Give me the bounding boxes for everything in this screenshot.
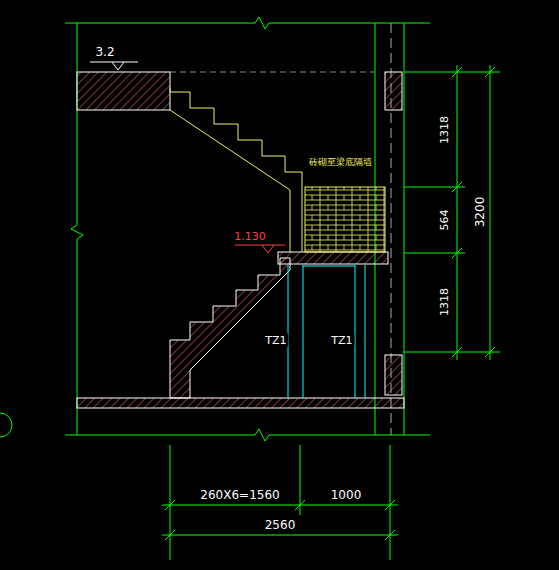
dimension-value: 564 — [438, 208, 451, 233]
elevation-mark-mid — [235, 245, 285, 253]
dimension-value: 1318 — [438, 286, 451, 318]
brick-wall — [305, 187, 385, 252]
elevation-value: 3.2 — [93, 45, 116, 59]
dimension-value: 1000 — [329, 488, 364, 502]
elevation-value: 1.130 — [232, 230, 268, 243]
column-label: TZ1 — [329, 334, 354, 347]
slabs — [77, 72, 404, 408]
dimension-lines — [162, 65, 500, 560]
elevation-marks — [90, 62, 138, 70]
dimension-value: 2560 — [263, 518, 298, 532]
frame-lines — [0, 17, 430, 441]
column-label: TZ1 — [263, 334, 288, 347]
dimension-value: 1318 — [438, 114, 451, 146]
level-line — [170, 72, 375, 73]
wall-note: 砖砌至梁底隔墙 — [307, 157, 374, 168]
upper-flight — [170, 88, 302, 252]
stair-columns — [288, 265, 365, 398]
dimension-value: 3200 — [473, 195, 487, 230]
dimension-value: 260X6=1560 — [198, 488, 281, 502]
